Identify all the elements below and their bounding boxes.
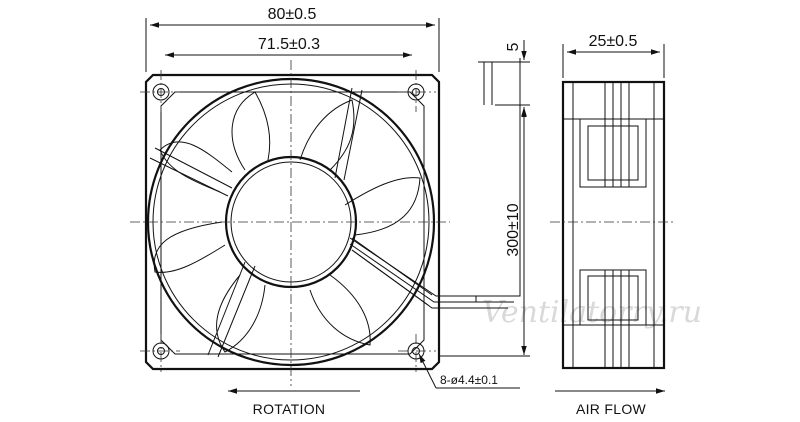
dimension-300: 300±10 [505,203,522,256]
dimension-25: 25±0.5 [589,33,638,50]
callout-mounting-holes: 8-ø4.4±0.1 [418,353,520,389]
rotation-caption: ROTATION [253,401,326,417]
mounting-hole-spec: 8-ø4.4±0.1 [440,373,498,387]
side-view [550,80,675,370]
dimension-lead-offset: 5 [478,40,530,125]
rotation-indicator: ROTATION [228,388,360,417]
dimension-overall-width: 80±0.5 [145,6,440,72]
dimension-80: 80±0.5 [268,6,317,23]
dimension-lead-length: 300±10 [440,108,530,357]
fan-blades [153,91,421,353]
airflow-indicator: AIR FLOW [555,388,665,417]
side-rib-bottom [579,269,647,368]
airflow-caption: AIR FLOW [576,401,647,417]
watermark: Ventilatorry.ru [482,295,702,330]
front-view [130,58,521,386]
dimension-71-5: 71.5±0.3 [258,36,320,53]
side-rib-top [579,82,647,188]
frame-outline [144,73,441,371]
dimension-5: 5 [505,42,522,51]
dimension-thickness: 25±0.5 [562,33,665,78]
lead-wires [349,58,521,309]
dimension-hole-spacing: 71.5±0.3 [165,36,412,58]
